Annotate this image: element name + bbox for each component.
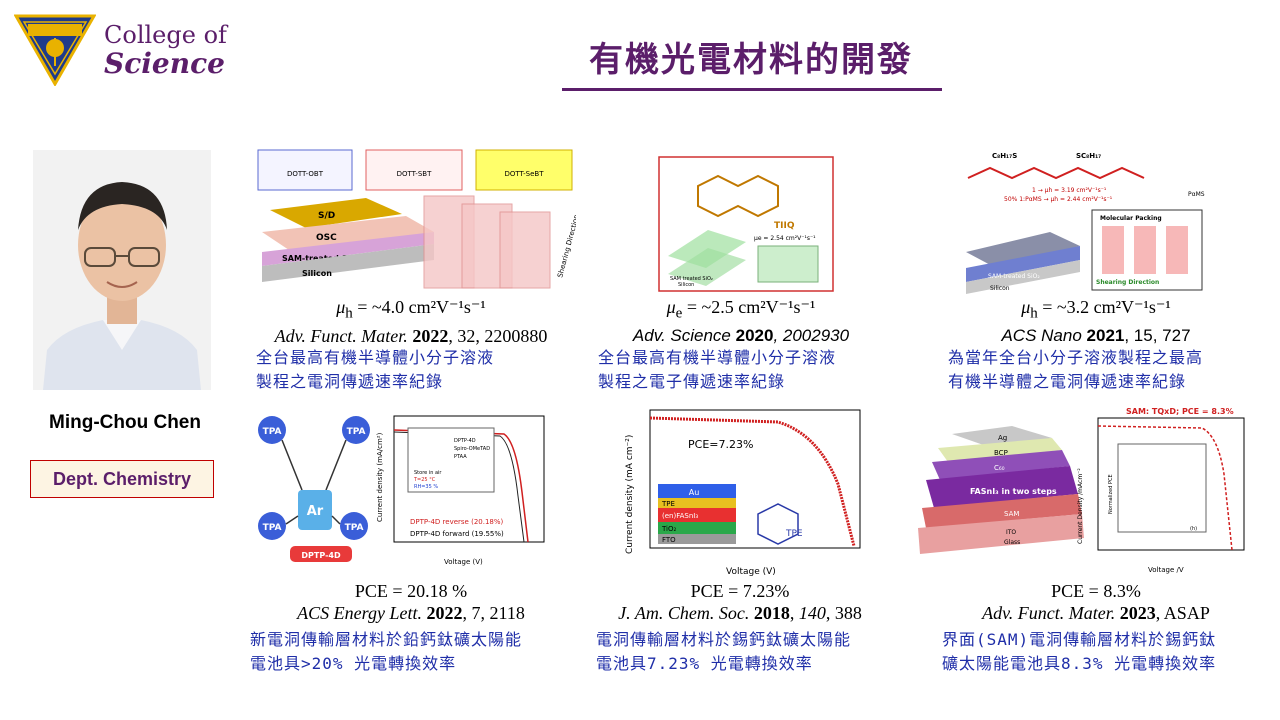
caption-block-1: μh = ~4.0 cm²V⁻¹s⁻¹ Adv. Funct. Mater. 2… — [246, 296, 576, 347]
jv-xlabel-2: Voltage (V) — [726, 567, 776, 576]
au-layer-label: Au — [689, 488, 700, 497]
tpa-label-4: TPA — [345, 523, 364, 533]
person-name: Ming-Chou Chen — [49, 412, 201, 433]
legend-reverse: DPTP-4D reverse (20.18%) — [410, 518, 504, 526]
dptp-4d-label: DPTP-4D — [301, 551, 341, 560]
note-1: 全台最高有機半導體小分子溶液製程之電洞傳遞速率紀錄 — [256, 348, 495, 391]
molecule-label-3: DOTT-SeBT — [504, 170, 544, 178]
note-4: 新電洞傳輸層材料於鉛鈣鈦礦太陽能電池具>20% 光電轉換效率 — [250, 630, 523, 673]
caption-block-4: PCE = 20.18 % ACS Energy Lett. 2022, 7, … — [246, 580, 576, 624]
pce-4: PCE = 20.18 % — [354, 581, 468, 601]
sam-label: SAM-treated SiO₂ — [988, 273, 1040, 280]
mobility-3: μh = ~3.2 cm²V⁻¹s⁻¹ — [1021, 297, 1171, 322]
caption-block-3: μh = ~3.2 cm²V⁻¹s⁻¹ ACS Nano 2021, 15, 7… — [946, 296, 1246, 347]
legend-forward: DPTP-4D forward (19.55%) — [410, 530, 504, 538]
reference-6: Adv. Funct. Mater. 2023, ASAP — [982, 603, 1210, 623]
glass-layer-label: Glass — [1004, 539, 1020, 546]
note-2: 全台最高有機半導體小分子溶液製程之電子傳遞速率紀錄 — [598, 348, 837, 391]
sc8-chain-label: SC₈H₁₇ — [1076, 152, 1101, 160]
figure-dntt-ofet: C₈H₁₇S SC₈H₁₇ PαMS 1 → μh = 3.19 cm²V⁻¹s… — [960, 148, 1220, 296]
c8-chain-label: C₈H₁₇S — [992, 152, 1017, 160]
fasni3-two-steps-label: FASnI₃ in two steps — [970, 487, 1057, 496]
layer-osc-label: OSC — [316, 233, 337, 243]
reference-2: Adv. Science 2020, 2002930 — [632, 325, 850, 345]
shearing-direction-label-3: Shearing Direction — [1096, 279, 1159, 286]
sam-layer-label: SAM — [1004, 510, 1019, 518]
figure-dott-ofet: DOTT-OBT DOTT-SBT DOTT-SeBT S/D OSC SAM-… — [256, 148, 576, 296]
molecule-label-1: DOTT-OBT — [287, 170, 324, 178]
figure-tpe-solar-cell: Current density (mA cm⁻²) Voltage (V) PC… — [618, 404, 868, 576]
title-underline — [562, 88, 942, 91]
tpa-label-2: TPA — [347, 427, 366, 437]
silicon-label-3: Silicon — [990, 285, 1010, 292]
ar-label: Ar — [307, 504, 324, 519]
reference-5: J. Am. Chem. Soc. 2018, 140, 388 — [618, 603, 862, 623]
molecule-label-2: DOTT-SBT — [397, 170, 432, 178]
fasni3-layer-label: (en)FASnI₃ — [662, 512, 698, 520]
ag-layer-label: Ag — [998, 434, 1007, 442]
note-3: 為當年全台小分子溶液製程之最高有機半導體之電洞傳遞速率紀錄 — [948, 348, 1204, 391]
tiiq-label: TIIQ — [774, 221, 795, 231]
mobility-line-2: 50% 1:PαMS → μh = 2.44 cm²V⁻¹s⁻¹ — [1004, 196, 1113, 203]
inset-temp-label: T=25 °C — [413, 477, 436, 483]
molecular-packing-label: Molecular Packing — [1100, 215, 1162, 222]
inset-legend-3: PTAA — [454, 454, 467, 460]
layer-silicon-label: Silicon — [302, 269, 332, 278]
caption-block-6: PCE = 8.3% Adv. Funct. Mater. 2023, ASAP — [946, 580, 1246, 624]
inset-legend-1: DPTP-4D — [454, 438, 476, 444]
reference-3: ACS Nano 2021, 15, 727 — [1001, 325, 1191, 345]
page-title: 有機光電材料的開發 — [589, 40, 913, 80]
jv-xlabel-1: Voltage (V) — [444, 558, 483, 566]
tpa-label-1: TPA — [263, 427, 282, 437]
college-line1: College of — [104, 21, 227, 49]
pce-5: PCE = 7.23% — [690, 581, 790, 601]
tpe-layer-label: TPE — [661, 500, 675, 508]
jv-ylabel-1: Current density (mA/cm²) — [376, 432, 384, 522]
university-seal-logo — [13, 14, 97, 88]
tpa-label-3: TPA — [263, 523, 282, 533]
inset-xlabel-3: (h) — [1190, 526, 1197, 532]
layer-sd-label: S/D — [318, 211, 335, 221]
ito-layer-label: ITO — [1006, 529, 1016, 536]
mobility-2: μe = ~2.5 cm²V⁻¹s⁻¹ — [666, 297, 816, 322]
inset-legend-2: Spiro-OMeTAD — [454, 446, 490, 452]
mobility-1: μh = ~4.0 cm²V⁻¹s⁻¹ — [336, 297, 486, 322]
reference-4: ACS Energy Lett. 2022, 7, 2118 — [297, 603, 525, 623]
shearing-direction-label: Shearing Direction — [556, 214, 576, 279]
department-badge: Dept. Chemistry — [30, 460, 214, 498]
pce-inplot-label: PCE=7.23% — [688, 438, 753, 451]
portrait-photo — [33, 150, 211, 390]
jv-title-3: SAM: TQxD; PCE = 8.3% — [1126, 407, 1234, 416]
bcp-layer-label: BCP — [994, 449, 1008, 457]
caption-block-5: PCE = 7.23% J. Am. Chem. Soc. 2018, 140,… — [590, 580, 890, 624]
jv-xlabel-3: Voltage /V — [1148, 566, 1184, 574]
pce-6: PCE = 8.3% — [1051, 581, 1141, 601]
figure-tqxd-solar-cell: Ag BCP C₆₀ FASnI₃ in two steps SAM ITO G… — [912, 404, 1252, 576]
sam-sio2-label: SAM treated SiO₂ — [670, 276, 713, 282]
college-of-science-logo-text: College of Science — [104, 22, 227, 80]
mobility-line-1: 1 → μh = 3.19 cm²V⁻¹s⁻¹ — [1032, 187, 1107, 194]
note-6: 界面(SAM)電洞傳輸層材料於錫鈣鈦礦太陽能電池具8.3% 光電轉換效率 — [942, 630, 1217, 673]
pams-label: PαMS — [1188, 191, 1205, 198]
silicon-label: Silicon — [678, 282, 694, 288]
college-line2: Science — [104, 47, 225, 80]
inset-rh-label: RH=35 % — [414, 484, 438, 490]
caption-block-2: μe = ~2.5 cm²V⁻¹s⁻¹ Adv. Science 2020, 2… — [596, 296, 886, 347]
tio2-layer-label: TiO₂ — [661, 525, 677, 533]
reference-1: Adv. Funct. Mater. 2022, 32, 2200880 — [274, 325, 548, 346]
inset-ylabel-3: Normalized PCE — [1108, 474, 1114, 514]
figure-tiiq-ofet: TIIQ μe = 2.54 cm²V⁻¹s⁻¹ SAM treated SiO… — [658, 156, 834, 292]
fto-layer-label: FTO — [662, 536, 676, 544]
note-5: 電洞傳輸層材料於錫鈣鈦礦太陽能電池具7.23% 光電轉換效率 — [596, 630, 852, 673]
c60-layer-label: C₆₀ — [994, 464, 1005, 472]
tpe-molecule-label: TPE — [785, 529, 803, 539]
figure-dptp-4d: TPA TPA TPA TPA Ar DPTP-4D Current densi… — [254, 412, 550, 568]
inset-store-label: Store in air — [414, 470, 442, 476]
jv-ylabel-2: Current density (mA cm⁻²) — [625, 435, 635, 554]
tiiq-mobility-label: μe = 2.54 cm²V⁻¹s⁻¹ — [754, 235, 816, 242]
jv-ylabel-3: Current Density /mAcm⁻² — [1077, 468, 1084, 544]
